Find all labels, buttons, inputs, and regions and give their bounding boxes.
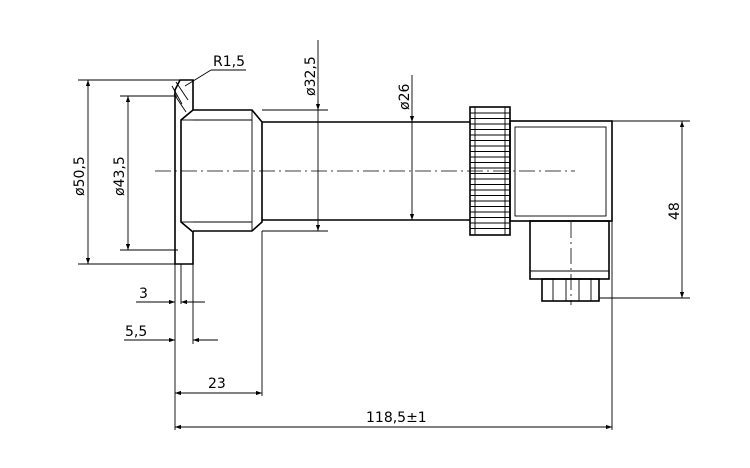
housing-cone <box>193 109 263 232</box>
len-5-5-label: 5,5 <box>125 324 147 340</box>
dim-dia-50-5: ø50,5 <box>72 79 180 265</box>
dia-43-5-label: ø43,5 <box>112 156 128 196</box>
dia-50-5-label: ø50,5 <box>72 156 88 196</box>
dim-dia-43-5: ø43,5 <box>112 95 178 251</box>
dim-len-total: 118,5±1 <box>175 410 612 430</box>
len-23-label: 23 <box>208 376 226 392</box>
clamp-flange <box>171 79 194 265</box>
dim-dia-26: ø26 <box>397 75 415 220</box>
radius-label: R1,5 <box>213 54 245 70</box>
knurled-nut <box>469 106 511 236</box>
dim-len-23: 23 <box>175 376 262 396</box>
din-connector <box>509 120 613 302</box>
dim-len-5-5: 5,5 <box>124 324 218 343</box>
dim-len-3: 3 <box>136 286 205 305</box>
len-total-label: 118,5±1 <box>366 410 427 426</box>
radius-dimension: R1,5 <box>184 54 246 87</box>
dia-32-5-label: ø32,5 <box>303 56 319 96</box>
len-3-label: 3 <box>139 286 148 302</box>
dia-26-label: ø26 <box>397 84 413 110</box>
dim-height-48: 48 <box>599 120 690 299</box>
dim-dia-32-5: ø32,5 <box>262 40 328 232</box>
sensor-pipe <box>262 121 470 221</box>
height-48-label: 48 <box>667 202 683 220</box>
